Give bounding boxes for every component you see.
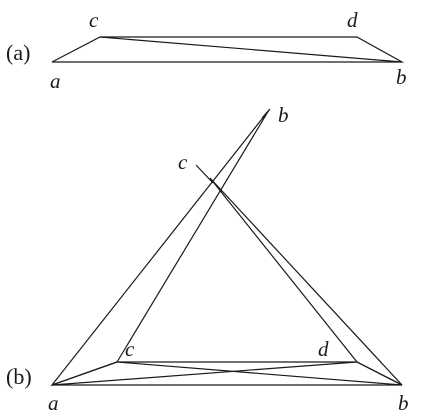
panel-a-quadrilateral — [51, 36, 405, 63]
panel-b-label-b-top: b — [278, 103, 289, 127]
panel-a-label-b: b — [396, 65, 407, 89]
panel-b-top-b-tip — [261, 108, 271, 119]
panel-a-label-c: c — [89, 8, 99, 32]
panel-a-label-a: a — [50, 69, 61, 93]
panel-b: (b) a b b c c d — [6, 103, 409, 415]
panel-b-label-d: d — [318, 337, 329, 361]
panel-a-diagonal-c-b — [99, 36, 403, 63]
panel-b-tag: (b) — [6, 364, 32, 389]
panel-b-label-a: a — [48, 391, 59, 415]
panel-b-diagonal-c-b — [116, 361, 403, 386]
panel-b-label-b-bottom: b — [398, 391, 409, 415]
panel-a-label-d: d — [347, 8, 358, 32]
panel-b-top-c-tip — [195, 164, 214, 184]
panel-b-diagonal-a-d — [51, 361, 358, 386]
panel-a-tag: (a) — [6, 40, 30, 65]
panel-b-right-arm — [209, 177, 403, 386]
panel-b-left-arm — [50, 109, 270, 387]
panel-b-label-c-top: c — [178, 150, 188, 174]
panel-b-label-c-inner: c — [125, 337, 135, 361]
panel-a: (a) a b c d — [6, 8, 407, 93]
